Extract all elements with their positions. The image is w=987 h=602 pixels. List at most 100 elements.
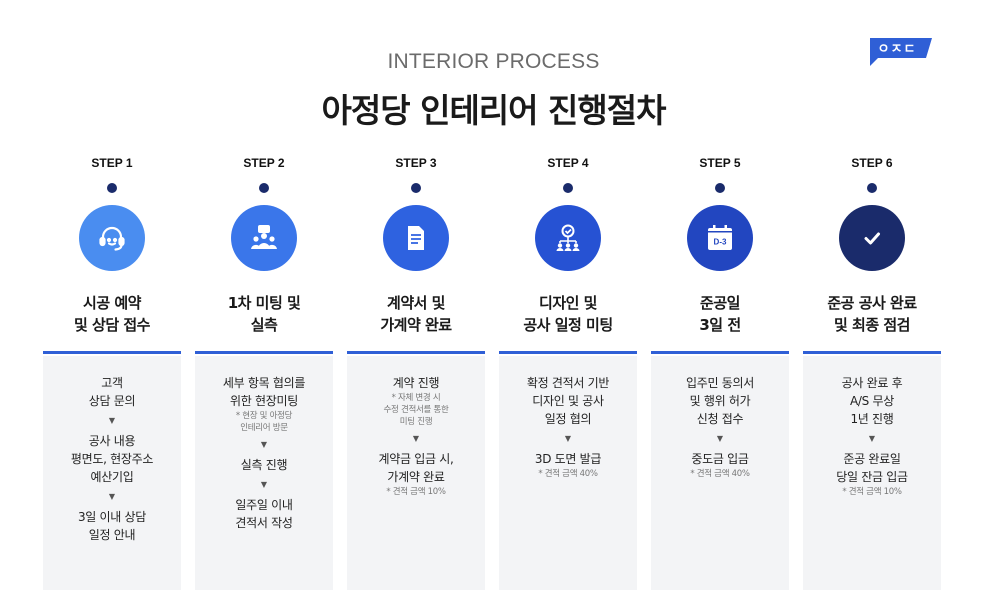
step-name-line: 3일 전 <box>699 316 741 334</box>
step-name-line: 계약서 및 <box>387 294 445 312</box>
step-label: STEP 5 <box>699 156 741 170</box>
design-meeting-icon <box>535 205 601 271</box>
detail-text: 및 행위 허가 <box>689 394 751 408</box>
step-name-line: 준공일 <box>700 294 740 312</box>
detail-note: * 자체 변경 시 <box>391 393 441 403</box>
detail-text: 세부 항목 협의를 <box>222 376 306 390</box>
detail-text: 확정 견적서 기반 <box>526 376 610 390</box>
detail-text: 중도금 입금 <box>691 452 749 466</box>
check-icon <box>839 205 905 271</box>
step-divider <box>499 351 637 354</box>
down-arrow-icon: ▼ <box>412 434 420 443</box>
step-name-line: 디자인 및 <box>539 294 597 312</box>
svg-text:D-3: D-3 <box>714 238 727 247</box>
calendar-icon: D-3 <box>687 205 753 271</box>
step-name-line: 및 최종 점검 <box>834 316 910 334</box>
detail-text: 실측 진행 <box>240 458 288 472</box>
detail-note: * 현장 및 아정당 <box>235 411 293 421</box>
detail-text: 견적서 작성 <box>235 516 293 530</box>
detail-text: 디자인 및 공사 <box>532 394 604 408</box>
detail-text: 계약 진행 <box>392 376 440 390</box>
timeline-dot <box>411 183 421 193</box>
down-arrow-icon: ▼ <box>108 416 116 425</box>
down-arrow-icon: ▼ <box>868 434 876 443</box>
down-arrow-icon: ▼ <box>564 434 572 443</box>
detail-text: 준공 완료일 <box>843 452 901 466</box>
step-name-line: 1차 미팅 및 <box>227 294 301 312</box>
detail-text: 고객 <box>101 376 123 390</box>
timeline-dot <box>867 183 877 193</box>
detail-text: 공사 완료 후 <box>841 376 903 390</box>
detail-text: 당일 잔금 입금 <box>836 470 908 484</box>
step-name-line: 공사 일정 미팅 <box>523 316 613 334</box>
detail-note: * 견적 금액 40% <box>690 469 750 479</box>
detail-text: 공사 내용 <box>88 434 136 448</box>
detail-text: 평면도, 현장주소 <box>70 452 154 466</box>
down-arrow-icon: ▼ <box>716 434 724 443</box>
step-label: STEP 1 <box>91 156 133 170</box>
document-icon <box>383 205 449 271</box>
detail-text: 일정 안내 <box>88 528 136 542</box>
detail-note: 수정 견적서를 통한 <box>383 405 449 415</box>
detail-text: 신청 접수 <box>696 412 744 426</box>
detail-text: 가계약 완료 <box>387 470 445 484</box>
detail-text: 계약금 입금 시, <box>378 452 454 466</box>
detail-note: 미팅 진행 <box>399 417 433 427</box>
step-name-line: 실측 <box>250 316 278 334</box>
detail-note: 인테리어 방문 <box>240 423 288 433</box>
step-label: STEP 3 <box>395 156 437 170</box>
page-title: 아정당 인테리어 진행절차 <box>321 91 667 130</box>
down-arrow-icon: ▼ <box>260 440 268 449</box>
timeline-dot <box>563 183 573 193</box>
detail-text: 위한 현장미팅 <box>230 394 298 408</box>
down-arrow-icon: ▼ <box>260 480 268 489</box>
headset-icon <box>79 205 145 271</box>
page-subtitle: INTERIOR PROCESS <box>387 50 600 73</box>
detail-text: 예산기입 <box>90 470 134 484</box>
logo-text: ㅇㅈㄷ <box>877 41 917 57</box>
down-arrow-icon: ▼ <box>108 492 116 501</box>
step-name-line: 가계약 완료 <box>380 316 452 334</box>
timeline-dot <box>107 183 117 193</box>
detail-note: * 견적 금액 40% <box>538 469 598 479</box>
logo-flag-shape <box>870 38 932 66</box>
step-divider <box>347 351 485 354</box>
step-name: 준공일 3일 전 <box>651 292 789 336</box>
detail-text: 일정 협의 <box>544 412 592 426</box>
step-name-line: 시공 예약 <box>83 294 141 312</box>
timeline-dot <box>259 183 269 193</box>
step-divider <box>651 351 789 354</box>
detail-text: 1년 진행 <box>850 412 894 426</box>
detail-note: * 견적 금액 10% <box>386 487 446 497</box>
detail-text: 3D 도면 발급 <box>534 452 602 466</box>
detail-text: 일주일 이내 <box>235 498 293 512</box>
step-name-line: 준공 공사 완료 <box>827 294 917 312</box>
step-name-line: 및 상담 접수 <box>74 316 150 334</box>
step-label: STEP 4 <box>547 156 589 170</box>
timeline-dot <box>715 183 725 193</box>
step-divider <box>43 351 181 354</box>
detail-note: * 견적 금액 10% <box>842 487 902 497</box>
step-divider <box>803 351 941 354</box>
detail-text: A/S 무상 <box>850 394 894 408</box>
step-divider <box>195 351 333 354</box>
detail-text: 입주민 동의서 <box>686 376 754 390</box>
detail-text: 3일 이내 상담 <box>77 510 147 524</box>
step-label: STEP 6 <box>851 156 893 170</box>
